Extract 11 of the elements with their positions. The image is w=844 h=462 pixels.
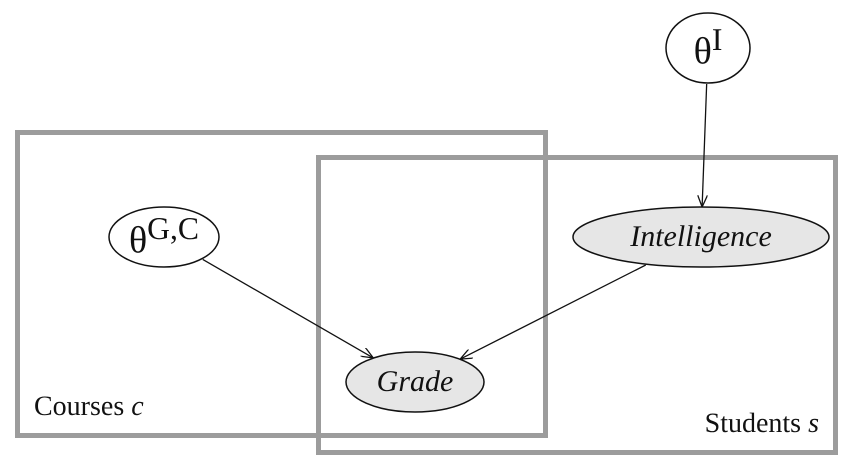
plate-label: Students s [704,408,819,440]
variable-ellipse: θ$^{I}$ [665,12,751,84]
plate-label: Courses c [34,391,144,423]
variable-ellipse: Grade [345,351,485,413]
plate-frame [316,155,838,455]
arrow [202,258,374,359]
plate-frame [15,130,548,438]
variable-ellipse: θ$^{G,C}$ [108,206,220,268]
arrow [460,264,646,360]
arrow [696,84,708,208]
variable-ellipse: Intelligence [572,206,830,268]
